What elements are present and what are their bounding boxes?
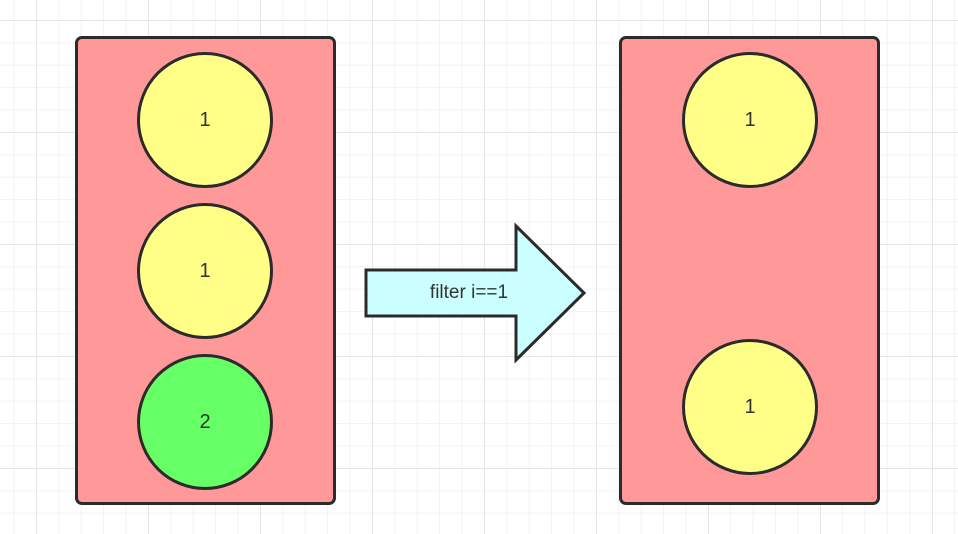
input-item: 1 — [137, 203, 273, 339]
output-item-label: 1 — [744, 108, 756, 131]
output-item-label: 1 — [744, 395, 756, 418]
input-item: 2 — [137, 354, 273, 490]
input-item-label: 2 — [199, 410, 211, 433]
filter-label: filter i==1 — [429, 282, 509, 303]
output-item: 1 — [682, 52, 818, 188]
output-item: 1 — [682, 339, 818, 475]
filter-arrow — [364, 222, 587, 364]
input-item: 1 — [137, 52, 273, 188]
input-item-label: 1 — [199, 108, 211, 131]
input-item-label: 1 — [199, 259, 211, 282]
filter-arrow-shape — [364, 222, 587, 364]
